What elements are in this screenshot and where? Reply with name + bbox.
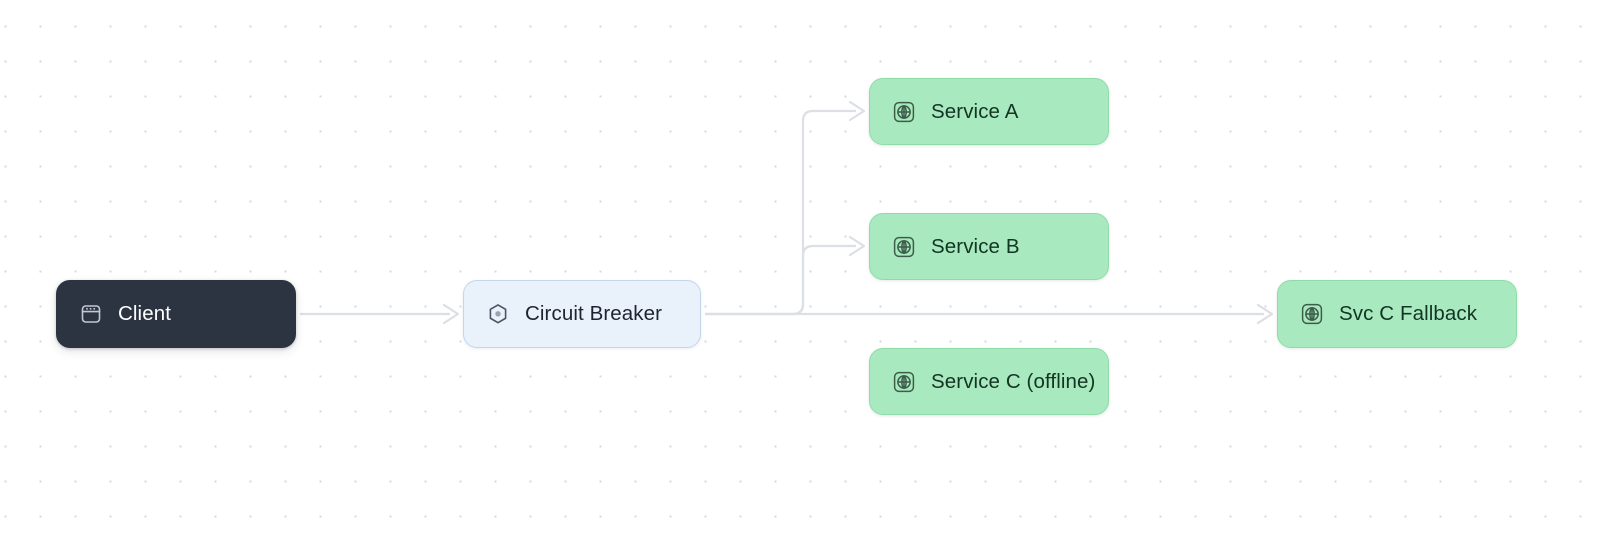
node-svc-c-fallback-label: Svc C Fallback (1339, 302, 1478, 325)
edge-breaker-to-fallback (705, 303, 1274, 325)
browser-window-icon (79, 302, 103, 326)
node-service-c-offline[interactable]: Service C (offline) (869, 348, 1109, 415)
edge-breaker-to-service-a (705, 100, 866, 316)
globe-icon (892, 100, 916, 124)
edge-breaker-to-service-b (705, 235, 866, 316)
node-svc-c-fallback[interactable]: Svc C Fallback (1277, 280, 1517, 348)
hexagon-circuit-icon (486, 302, 510, 326)
node-service-c-offline-label: Service C (offline) (931, 369, 1096, 393)
node-service-b[interactable]: Service B (869, 213, 1109, 280)
edge-client-to-breaker (300, 303, 460, 325)
globe-icon (892, 370, 916, 394)
globe-icon (892, 235, 916, 259)
node-circuit-breaker[interactable]: Circuit Breaker (463, 280, 701, 348)
node-service-a-label: Service A (931, 99, 1019, 123)
node-circuit-breaker-label: Circuit Breaker (525, 302, 663, 325)
globe-icon (1300, 302, 1324, 326)
node-service-b-label: Service B (931, 234, 1020, 258)
node-client-label: Client (118, 302, 172, 325)
node-client[interactable]: Client (56, 280, 296, 348)
node-service-a[interactable]: Service A (869, 78, 1109, 145)
